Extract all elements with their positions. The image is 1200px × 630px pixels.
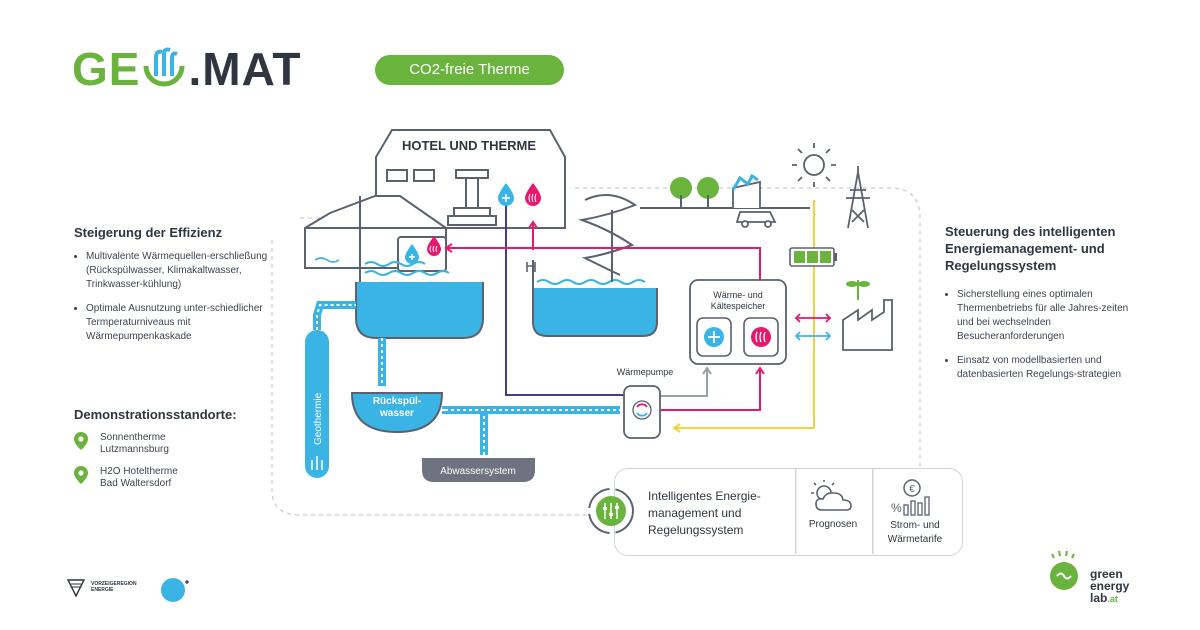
water-slide: [578, 194, 638, 282]
control-title: Steuerung des intelligenten Energiemanag…: [945, 224, 1116, 273]
vorzeige-line1: VORZEIGEREGION: [91, 581, 137, 587]
efficiency-item: Optimale Ausnutzung unter-schiedlicher T…: [86, 302, 279, 344]
tariff-label: Strom- und Wärmetarife: [887, 520, 943, 545]
hotel-label: HOTEL UND THERME: [402, 138, 536, 153]
geothermie-column: [305, 301, 356, 478]
control-item: Einsatz von modellbasierten und datenbas…: [957, 354, 1135, 382]
site-location: Bad Waltersdorf: [100, 478, 172, 489]
tagline-badge: CO2-freie Therme: [375, 55, 564, 85]
gel-line1: green: [1090, 567, 1123, 581]
storage-unit: [689, 279, 787, 365]
site-name: H2O Hoteltherme: [100, 466, 178, 477]
green-energy-lab-logo: [1050, 550, 1078, 590]
efficiency-list: Multivalente Wärmequellen-erschließung (…: [74, 250, 279, 354]
cold-exchange-arrow: [794, 331, 832, 341]
klimafonds-logo: [161, 578, 189, 602]
power-pylon-icon: [846, 166, 870, 229]
indoor-pool: [355, 261, 484, 339]
tariff-icon: € %: [891, 479, 930, 516]
site-location: Lutzmannsburg: [100, 444, 169, 455]
svg-text:%: %: [891, 501, 902, 515]
heat-pump-out-pipe: [660, 368, 761, 411]
gel-line3: lab: [1090, 591, 1108, 605]
cold-pipe: [660, 368, 708, 397]
solar-yellow-line: [674, 200, 815, 429]
vorzeigeregion-icon: [66, 579, 86, 598]
tree-icon: [697, 177, 719, 208]
car-icon: [735, 211, 777, 228]
tree-icon: [670, 177, 692, 208]
panel-divider: [872, 468, 874, 554]
heat-drop-icon: [427, 236, 441, 256]
solar-house: [731, 173, 761, 208]
control-list: Sicherstellung eines optimalen Thermenbe…: [945, 288, 1135, 392]
heat-exchange-arrow: [794, 313, 832, 323]
forecast-label: Prognosen: [808, 519, 858, 530]
logo-fountain-icon: [143, 47, 185, 87]
location-pin-icon: [74, 432, 88, 450]
logo-suffix: .MAT: [188, 43, 302, 95]
battery-icon: [789, 247, 837, 267]
storage-label-line2: Kältespeicher: [711, 301, 766, 311]
factory-icon: [842, 299, 893, 351]
sun-icon: [792, 143, 836, 187]
heat-pump-label: Wärmepumpe: [617, 367, 674, 377]
sites-title: Demonstrationsstandorte:: [74, 407, 237, 422]
sewer-label: Abwassersystem: [440, 466, 516, 477]
gel-wordmark: green energy lab.at: [1090, 568, 1129, 605]
geomat-logo: GE .MAT: [72, 43, 302, 95]
heat-supply-pipe: [446, 247, 761, 280]
energy-management-icon: [588, 488, 634, 534]
storage-label-line1: Wärme- und: [713, 290, 763, 300]
svg-text:€: €: [909, 484, 915, 495]
backwash-label-line1: Rückspül-: [373, 396, 421, 407]
purple-pipe: [505, 205, 624, 396]
efficiency-title: Steigerung der Effizienz: [74, 225, 223, 240]
outdoor-pool: [526, 260, 658, 337]
control-panel: [614, 468, 963, 556]
forecast-icon: [811, 480, 852, 511]
backwash-tank: [350, 338, 620, 455]
gel-suffix: .at: [1107, 594, 1118, 604]
control-item: Sicherstellung eines optimalen Thermenbe…: [957, 288, 1135, 344]
panel-divider: [795, 468, 797, 554]
vorzeige-line2: ENERGIE: [91, 587, 114, 593]
location-pin-icon: [74, 466, 88, 484]
geothermie-label: Geothermie: [313, 392, 324, 445]
backwash-label-line2: wasser: [379, 408, 414, 419]
heat-drop-icon: [525, 183, 541, 206]
logo-prefix: GE: [72, 43, 141, 95]
sewer-box: [422, 458, 535, 482]
site-name: Sonnentherme: [100, 432, 166, 443]
water-drop-icon: [498, 183, 514, 206]
heat-pump: [623, 385, 661, 439]
gel-line2: energy: [1090, 579, 1130, 593]
sprout-icon: [846, 280, 870, 300]
vorzeigeregion-logo: VORZEIGEREGION ENERGIE: [66, 576, 137, 598]
water-drop-icon: [405, 244, 419, 264]
efficiency-item: Multivalente Wärmequellen-erschließung (…: [86, 250, 279, 292]
iems-label: Intelligentes Energie-management und Reg…: [648, 489, 761, 537]
